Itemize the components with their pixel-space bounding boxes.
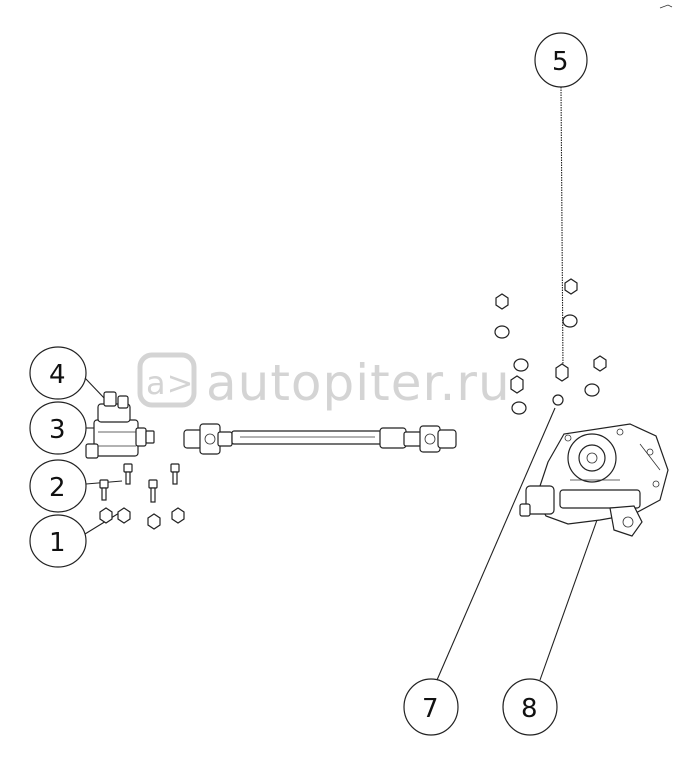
nut (593, 355, 607, 372)
washer (552, 394, 564, 406)
callout-8-label: 8 (521, 694, 538, 724)
callout-4: 4 (29, 346, 107, 401)
nut (147, 513, 161, 530)
callout-1-label: 1 (49, 528, 66, 558)
bolts (99, 463, 180, 503)
watermark-logo-text: a> (146, 364, 194, 402)
callout-3-label: 3 (49, 415, 66, 445)
nut (99, 507, 113, 524)
nut (495, 293, 509, 310)
nut (171, 507, 185, 524)
watermark-logo-box (137, 352, 197, 408)
nut (555, 363, 569, 382)
callout-1: 1 (29, 509, 125, 568)
steering-shaft (183, 423, 457, 455)
watermark: a> autopiter.ru (137, 352, 511, 412)
callout-4-label: 4 (49, 360, 66, 390)
washer (494, 325, 510, 339)
corner-mark (659, 4, 673, 9)
callout-5-label: 5 (552, 47, 569, 77)
callout-7-label: 7 (422, 694, 439, 724)
steering-gear-small (85, 391, 155, 459)
bolt (99, 479, 109, 501)
washer (513, 358, 529, 372)
watermark-text: autopiter.ru (206, 354, 511, 412)
washer (562, 314, 578, 328)
nut (510, 375, 524, 394)
bolt (123, 463, 133, 485)
washer (584, 383, 600, 397)
washer (511, 401, 527, 415)
callout-2-label: 2 (49, 473, 66, 503)
nut (564, 278, 578, 295)
callout-8: 8 (502, 519, 598, 736)
callout-3: 3 (29, 401, 98, 455)
callout-5: 5 (534, 32, 588, 371)
nuts (99, 507, 185, 530)
mounting-hardware (494, 278, 607, 415)
bolt (170, 463, 180, 485)
callout-2: 2 (29, 459, 123, 513)
bolt (148, 479, 158, 503)
steering-gear-box (519, 423, 669, 537)
nut (117, 507, 131, 524)
callout-7: 7 (403, 407, 556, 736)
